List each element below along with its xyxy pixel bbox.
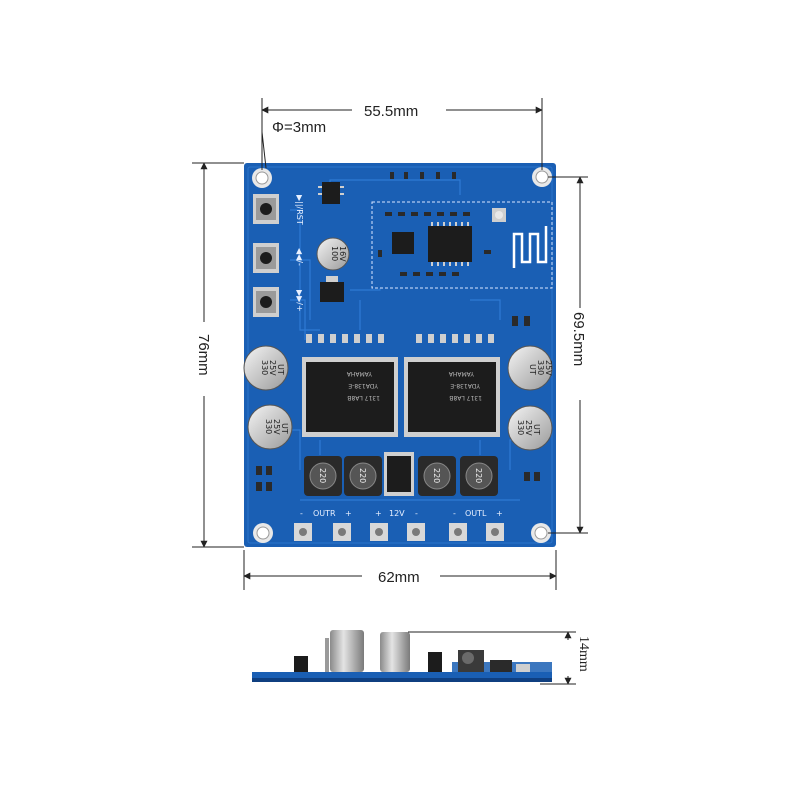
svg-text:YAMAHA: YAMAHA: [346, 370, 373, 377]
pcb-top-view: ▶||/RST ◀◀/- ▶▶/+ 100 16V: [243, 163, 556, 547]
push-button-icon: [253, 243, 279, 273]
svg-text:1317 LA8B: 1317 LA8B: [347, 394, 380, 401]
button-label-vol-down: ◀◀/-: [295, 248, 304, 266]
dimension-top-width: 55.5mm: [364, 103, 418, 120]
svg-text:25V: 25V: [524, 420, 533, 436]
svg-text:330: 330: [264, 419, 273, 434]
button-label-rst: ▶||/RST: [295, 195, 304, 225]
terminal-label-outl: OUTL: [465, 509, 487, 518]
mounting-hole-icon: [253, 523, 273, 543]
terminal-sign-minus-3: -: [453, 509, 456, 518]
mounting-hole-icon: [532, 167, 552, 187]
svg-text:25V: 25V: [544, 360, 553, 376]
push-button-icon: [253, 194, 279, 224]
svg-text:100: 100: [330, 246, 339, 261]
svg-text:330: 330: [516, 420, 525, 435]
terminal-sign-minus-2: -: [415, 509, 418, 518]
dimension-hole-diameter: Φ=3mm: [272, 119, 326, 136]
amplifier-chip-right-channel: YAMAHA YDA138-E 1317 LA8B: [302, 357, 398, 437]
svg-text:220: 220: [358, 468, 367, 483]
svg-text:220: 220: [432, 468, 441, 483]
svg-text:220: 220: [318, 468, 327, 483]
terminal-pads: [294, 523, 504, 541]
terminal-label-outr: OUTR: [313, 509, 336, 518]
svg-text:UT: UT: [280, 423, 289, 434]
dimension-left-height: 76mm: [195, 334, 212, 376]
dimension-right-height: 69.5mm: [570, 312, 587, 366]
inductor-2: 220: [344, 456, 382, 496]
svg-text:UT: UT: [276, 364, 285, 375]
bluetooth-antenna-icon: [512, 226, 548, 268]
bluetooth-module: [371, 201, 553, 289]
terminal-sign-minus-1: -: [300, 509, 303, 518]
inductor-1: 220: [304, 456, 342, 496]
svg-text:YDA138-E: YDA138-E: [348, 382, 379, 389]
inductor-4: 220: [460, 456, 498, 496]
svg-text:330: 330: [260, 360, 269, 375]
dimension-bottom-width: 62mm: [378, 569, 420, 586]
small-capacitor: 100 16V: [316, 237, 350, 271]
button-label-vol-up: ▶▶/+: [295, 290, 304, 312]
capacitor-top-right: 330 25V UT: [507, 345, 553, 391]
svg-text:220: 220: [474, 468, 483, 483]
svg-text:330: 330: [536, 360, 545, 375]
svg-text:UT: UT: [528, 364, 537, 375]
svg-text:YAMAHA: YAMAHA: [448, 370, 475, 377]
svg-text:25V: 25V: [272, 419, 281, 435]
capacitor-top-left: 330 25V UT: [243, 345, 289, 391]
terminal-sign-plus-2: +: [375, 509, 382, 518]
mounting-hole-icon: [252, 168, 272, 188]
capacitor-bottom-left: 330 25V UT: [247, 404, 293, 450]
svg-text:25V: 25V: [268, 360, 277, 376]
svg-text:YDA138-E: YDA138-E: [450, 382, 481, 389]
dimension-lines: [192, 98, 588, 685]
svg-text:UT: UT: [532, 424, 541, 435]
svg-text:16V: 16V: [338, 246, 347, 262]
push-button-icon: [253, 287, 279, 317]
dimension-thickness: 14mm: [576, 636, 591, 672]
svg-text:1317 LA8B: 1317 LA8B: [449, 394, 482, 401]
terminal-sign-plus-1: +: [345, 509, 352, 518]
mounting-hole-icon: [531, 523, 551, 543]
amplifier-chip-left-channel: YAMAHA YDA138-E 1317 LA8B: [404, 357, 500, 437]
capacitor-bottom-right: 330 25V UT: [507, 405, 553, 451]
pcb-side-view: [252, 630, 552, 682]
terminal-label-12v: 12V: [389, 509, 405, 518]
inductor-3: 220: [418, 456, 456, 496]
terminal-sign-plus-3: +: [496, 509, 503, 518]
